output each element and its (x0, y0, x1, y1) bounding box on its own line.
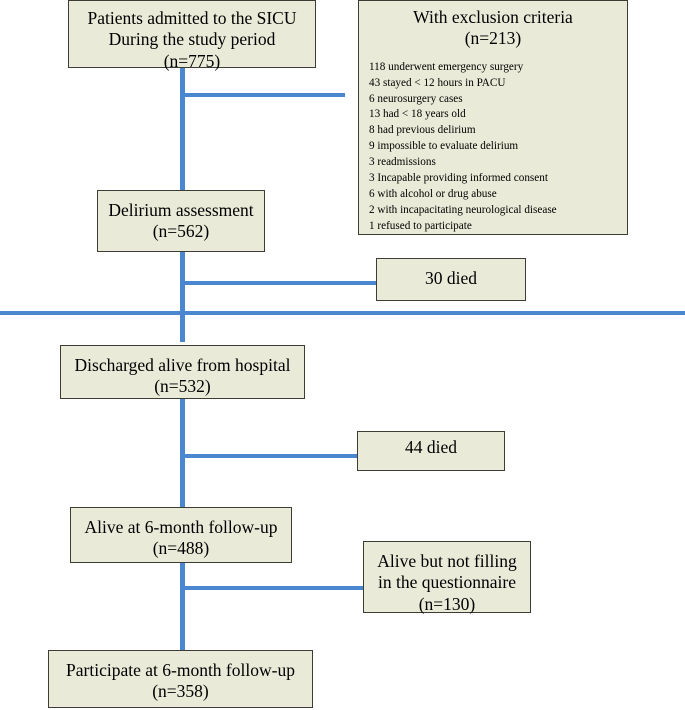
node-participate-6-month: Participate at 6-month follow-up (n=358) (48, 650, 313, 708)
node-exclusion-criteria: With exclusion criteria (n=213) 118 unde… (358, 0, 628, 235)
node-alive-6-month-label: Alive at 6-month follow-up (84, 517, 278, 537)
node-patients-admitted-line2: During the study period (108, 29, 276, 50)
exclusion-title-block: With exclusion criteria (n=213) (359, 1, 627, 50)
section-divider-line (0, 311, 685, 315)
connector-vertical-trunk-upper (180, 68, 185, 190)
list-item: 2 with incapacitating neurological disea… (369, 203, 557, 216)
list-item: 1 refused to participate (369, 219, 472, 232)
node-participate-6-month-label: Participate at 6-month follow-up (66, 660, 295, 680)
node-died-44: 44 died (357, 431, 505, 471)
node-alive-6-month: Alive at 6-month follow-up (n=488) (70, 507, 292, 563)
list-item: 3 readmissions (369, 156, 436, 169)
node-alive-not-filling-line1: Alive but not filling (377, 551, 517, 571)
node-discharged-alive: Discharged alive from hospital (n=532) (60, 345, 305, 399)
list-item: 118 underwent emergency surgery (369, 60, 524, 73)
exclusion-title: With exclusion criteria (413, 7, 573, 27)
connector-branch-to-died-44 (185, 454, 360, 458)
node-patients-admitted: Patients admitted to the SICU During the… (68, 0, 316, 71)
exclusion-count: (n=213) (464, 28, 522, 49)
list-item: 13 had < 18 years old (369, 108, 466, 121)
node-alive-not-filling-count: (n=130) (418, 593, 476, 614)
connector-vertical-discharged-to-alive (180, 399, 185, 507)
list-item: 9 impossible to evaluate delirium (369, 140, 519, 153)
list-item: 6 with alcohol or drug abuse (369, 187, 497, 200)
node-discharged-alive-count: (n=532) (154, 376, 211, 397)
node-died-30: 30 died (376, 258, 526, 301)
connector-branch-to-exclusion (180, 93, 345, 97)
connector-branch-to-not-filling (185, 586, 365, 590)
node-patients-admitted-line1: Patients admitted to the SICU (87, 8, 297, 28)
node-died-30-label: 30 died (424, 268, 477, 288)
list-item: 3 Incapable providing informed consent (369, 172, 548, 185)
node-delirium-assessment: Delirium assessment (n=562) (97, 190, 265, 252)
node-delirium-assessment-count: (n=562) (152, 221, 210, 242)
connector-vertical-assessment-to-divider (180, 252, 185, 342)
node-delirium-assessment-label: Delirium assessment (108, 200, 254, 220)
node-patients-admitted-count: (n=775) (163, 50, 221, 71)
connector-branch-to-died-30 (185, 281, 380, 285)
list-item: 6 neurosurgery cases (369, 92, 463, 105)
connector-vertical-alive-to-participate (180, 550, 185, 650)
node-died-44-label: 44 died (404, 437, 457, 457)
node-discharged-alive-label: Discharged alive from hospital (74, 355, 291, 375)
list-item: 8 had previous delirium (369, 124, 476, 137)
node-alive-not-filling: Alive but not filling in the questionnai… (363, 541, 531, 614)
node-participate-6-month-count: (n=358) (152, 681, 209, 702)
node-alive-6-month-count: (n=488) (152, 538, 210, 559)
exclusion-criteria-list: 118 underwent emergency surgery 43 staye… (359, 50, 627, 235)
node-alive-not-filling-line2: in the questionnaire (377, 572, 517, 593)
list-item: 43 stayed < 12 hours in PACU (369, 76, 506, 89)
